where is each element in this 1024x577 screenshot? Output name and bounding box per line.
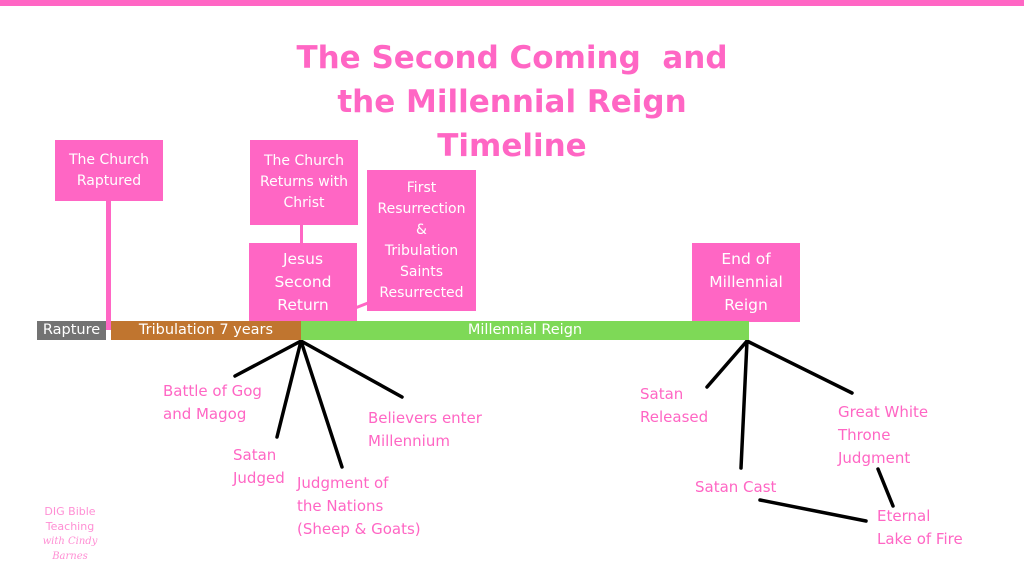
event-satan-cast: Satan Cast — [695, 476, 776, 499]
box-text: Tribulation — [384, 242, 459, 259]
event-text: Eternal — [877, 507, 931, 525]
return-stem — [300, 224, 303, 244]
box-text: & — [416, 221, 427, 238]
event-great-white-throne: Great White Throne Judgment — [838, 401, 928, 470]
box-end-millennial-reign: End of Millennial Reign — [692, 243, 800, 322]
connector-satan-cast — [739, 339, 749, 470]
connector-believers — [299, 339, 404, 399]
connector-nations — [299, 339, 344, 469]
box-church-returns: The Church Returns with Christ — [250, 140, 358, 225]
event-text: Throne — [838, 426, 891, 444]
title-line: the Millennial Reign — [337, 84, 687, 120]
box-text: The Church — [68, 151, 150, 168]
rapture-stem — [106, 200, 111, 330]
connector-satan-released — [705, 339, 749, 389]
event-judgment-nations: Judgment of the Nations (Sheep & Goats) — [297, 472, 421, 541]
event-lake-of-fire: Eternal Lake of Fire — [877, 505, 963, 551]
connector-cast-lake — [758, 498, 868, 523]
event-text: and Magog — [163, 405, 247, 423]
top-accent-bar — [0, 0, 1024, 6]
event-believers-enter: Believers enter Millennium — [368, 407, 482, 453]
event-text: the Nations — [297, 497, 384, 515]
event-text: Satan — [233, 446, 277, 464]
box-church-raptured: The Church Raptured — [55, 140, 163, 201]
event-battle-gog-magog: Battle of Gog and Magog — [163, 380, 262, 426]
logo-text: Teaching — [45, 520, 95, 533]
logo-signature: with Cindy Barnes — [42, 536, 98, 562]
event-text: Lake of Fire — [877, 530, 963, 548]
diagram-title: The Second Coming and the Millennial Rei… — [212, 36, 812, 168]
segment-rapture: Rapture — [37, 321, 106, 340]
title-line: Timeline — [437, 128, 587, 164]
event-text: Released — [640, 408, 709, 426]
event-text: Satan — [640, 385, 684, 403]
event-text: Great White — [838, 403, 929, 421]
box-text: Raptured — [76, 172, 142, 189]
box-text: Reign — [724, 296, 768, 314]
event-text: Millennium — [368, 432, 450, 450]
logo-text: DIG Bible — [44, 505, 96, 518]
box-text: Return — [277, 295, 329, 314]
brand-logo: DIG Bible Teaching with Cindy Barnes — [30, 504, 110, 564]
box-text: End of — [721, 250, 771, 268]
box-text: Resurrected — [379, 284, 464, 301]
box-jesus-second-return: Jesus Second Return — [249, 243, 357, 321]
event-satan-released: Satan Released — [640, 383, 708, 429]
box-text: Second — [274, 272, 332, 291]
box-text: Saints — [399, 263, 443, 280]
title-line: The Second Coming and — [296, 40, 728, 76]
event-text: Believers enter — [368, 409, 482, 427]
event-text: (Sheep & Goats) — [297, 520, 421, 538]
box-text: Returns with — [260, 174, 348, 190]
event-text: Judgment of — [297, 474, 389, 492]
connector-great-white — [745, 339, 854, 395]
event-satan-judged: Satan Judged — [233, 444, 285, 490]
event-text: Battle of Gog — [163, 382, 262, 400]
box-text: Millennial — [709, 273, 783, 291]
box-text: Christ — [283, 195, 325, 211]
event-text: Judged — [233, 469, 285, 487]
segment-tribulation: Tribulation 7 years — [111, 321, 301, 340]
box-first-resurrection: First Resurrection & Tribulation Saints … — [367, 170, 476, 311]
box-text: The Church — [263, 153, 345, 169]
segment-millennial-reign: Millennial Reign — [301, 321, 749, 340]
connector-gog — [233, 339, 303, 378]
box-text: Jesus — [282, 249, 324, 268]
box-text: First — [406, 179, 437, 196]
connector-throne-lake — [876, 467, 895, 508]
event-text: Judgment — [838, 449, 911, 467]
box-text: Resurrection — [377, 200, 466, 217]
connector-satan-judged — [275, 339, 303, 439]
event-text: Satan Cast — [695, 478, 777, 496]
